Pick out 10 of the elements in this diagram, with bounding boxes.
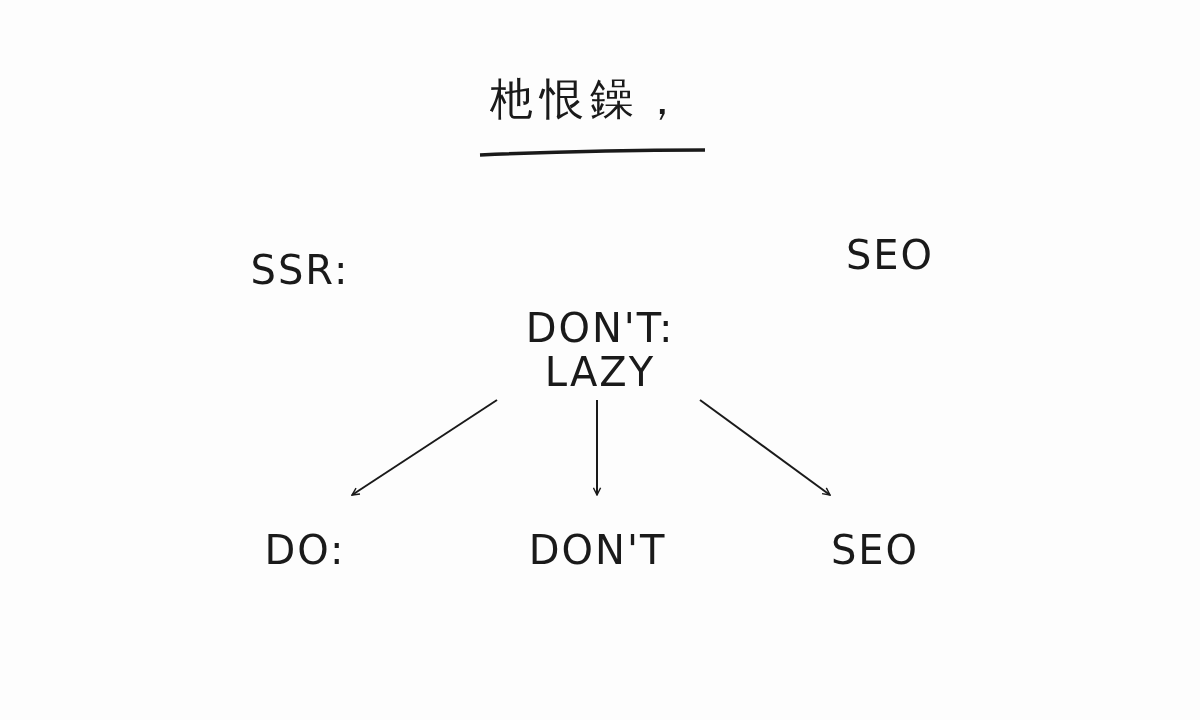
arrow xyxy=(592,399,602,496)
handwritten-label: DON'T: LAZY xyxy=(524,306,676,394)
arrow xyxy=(351,399,498,496)
handwritten-label: SSR: xyxy=(250,248,350,292)
handwritten-label: SEO xyxy=(845,233,935,277)
handwritten-label: DO: xyxy=(264,528,346,572)
title: 杝恨鐰， xyxy=(489,72,691,126)
handwritten-label: DON'T xyxy=(528,528,667,572)
handwritten-label: SEO xyxy=(830,528,920,572)
arrow xyxy=(699,399,831,496)
